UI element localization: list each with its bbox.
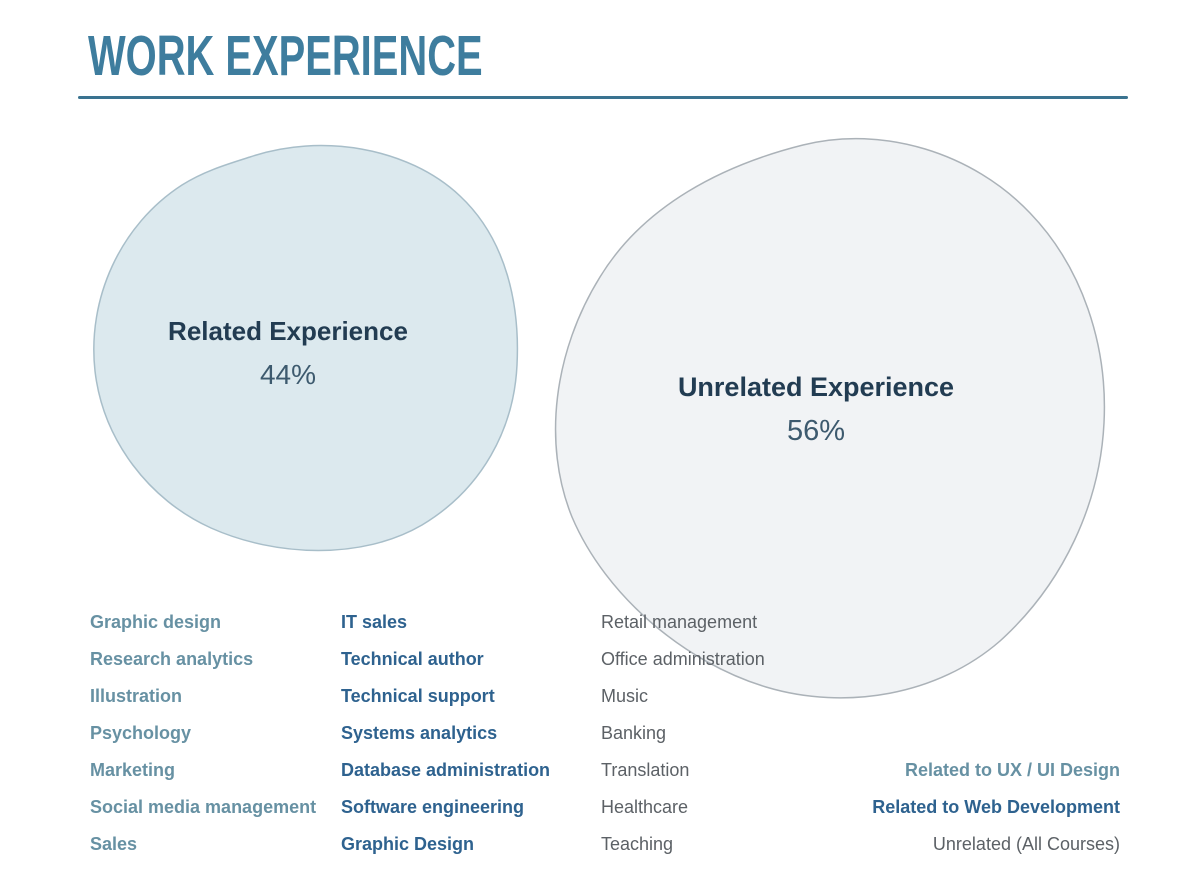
list-item: Software engineering bbox=[341, 797, 525, 817]
list-item: IT sales bbox=[341, 612, 408, 632]
related-bubble-title: Related Experience bbox=[168, 316, 408, 346]
page-title-text: WORK EXPERIENCE bbox=[88, 24, 483, 88]
list-item: Healthcare bbox=[601, 797, 689, 817]
legend-item-ux-ui: Related to UX / UI Design bbox=[904, 760, 1120, 780]
list-item: Sales bbox=[90, 834, 138, 854]
unrelated-bubble-title: Unrelated Experience bbox=[677, 372, 955, 402]
list-item: Illustration bbox=[90, 686, 183, 706]
list-item: Translation bbox=[601, 760, 690, 780]
title-underline bbox=[78, 96, 1128, 99]
list-related-web-development: IT sales Technical author Technical supp… bbox=[341, 604, 550, 863]
list-item: Technical support bbox=[341, 686, 495, 706]
list-unrelated: Retail management Office administration … bbox=[601, 604, 765, 863]
unrelated-bubble-value: 56% bbox=[786, 415, 846, 447]
page-title: WORK EXPERIENCE bbox=[88, 28, 652, 85]
list-item: Office administration bbox=[601, 649, 765, 669]
list-item: Research analytics bbox=[90, 649, 254, 669]
list-item: Database administration bbox=[341, 760, 551, 780]
list-item: Music bbox=[601, 686, 649, 706]
list-item: Social media management bbox=[90, 797, 317, 817]
legend-item-web-development: Related to Web Development bbox=[872, 797, 1120, 817]
related-experience-bubble bbox=[93, 144, 519, 552]
list-item: Teaching bbox=[601, 834, 674, 854]
related-bubble-label: Related Experience 44% bbox=[92, 316, 484, 391]
legend-item-unrelated: Unrelated (All Courses) bbox=[932, 834, 1120, 854]
list-item: Retail management bbox=[601, 612, 758, 632]
list-item: Systems analytics bbox=[341, 723, 498, 743]
unrelated-bubble-shape bbox=[554, 137, 1106, 699]
list-item: Graphic Design bbox=[341, 834, 475, 854]
legend: Related to UX / UI Design Related to Web… bbox=[872, 752, 1120, 863]
unrelated-bubble-label: Unrelated Experience 56% bbox=[620, 372, 1012, 448]
related-bubble-shape bbox=[93, 144, 519, 552]
list-item: Marketing bbox=[90, 760, 176, 780]
unrelated-experience-bubble bbox=[554, 137, 1106, 699]
list-item: Technical author bbox=[341, 649, 484, 669]
list-item: Banking bbox=[601, 723, 667, 743]
list-related-ux-ui: Graphic design Research analytics Illust… bbox=[90, 604, 316, 863]
list-item: Psychology bbox=[90, 723, 192, 743]
list-item: Graphic design bbox=[90, 612, 222, 632]
related-bubble-value: 44% bbox=[259, 359, 317, 390]
